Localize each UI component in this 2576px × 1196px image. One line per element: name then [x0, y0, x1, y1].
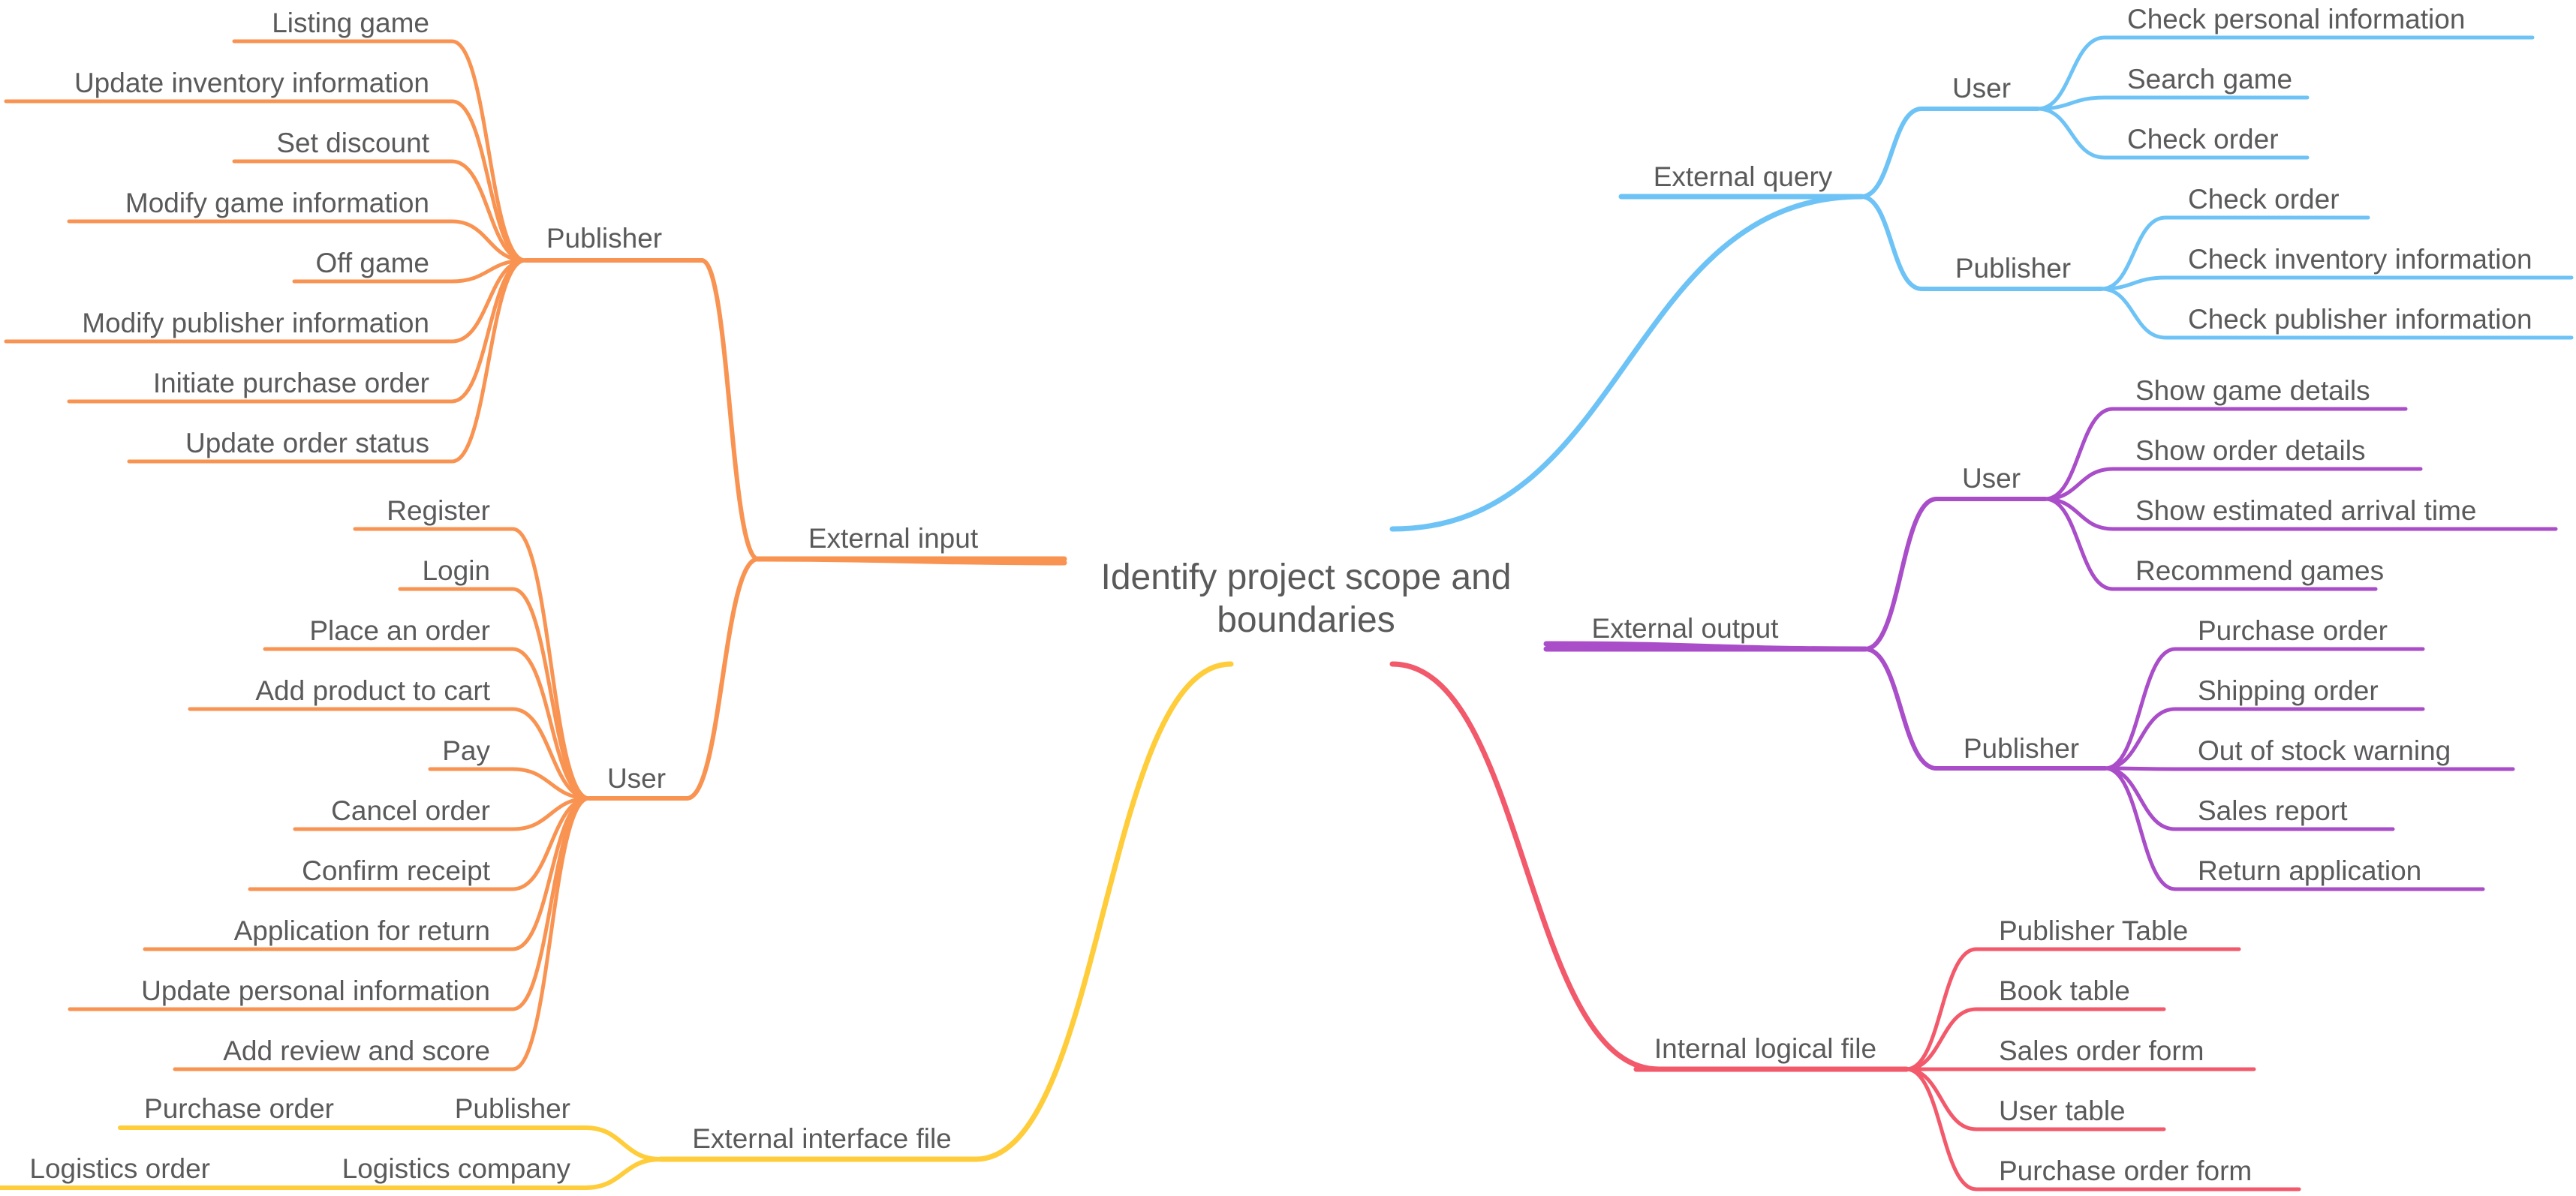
ei-user-item-update-personal-information: Update personal information [141, 975, 490, 1006]
eo-publisher-item-connector-1 [2103, 707, 2177, 771]
eo-publisher-item-connector-3 [2103, 766, 2177, 831]
ei-publisher-item-update-order-status: Update order status [185, 428, 429, 458]
ei-publisher-item-connector-0 [450, 39, 528, 263]
ei-user-label: User [607, 763, 666, 794]
ei-user-item-place-an-order: Place an order [309, 615, 490, 646]
eo-user-item-connector-1 [2043, 467, 2115, 501]
ilf-item-connector-3 [1904, 1067, 1979, 1131]
ilf-item-sales-order-form: Sales order form [1999, 1035, 2204, 1066]
ei-user-item-cancel-order: Cancel order [331, 795, 490, 826]
ilf-item-connector-0 [1904, 947, 1979, 1071]
ilf-item-book-table: Book table [1999, 975, 2130, 1006]
eq-user-item-check-personal-information: Check personal information [2127, 4, 2465, 35]
external-output-label: External output [1592, 613, 1780, 644]
eq-publisher-item-connector-1 [2099, 275, 2168, 291]
ei-publisher-item-modify-publisher-information: Modify publisher information [82, 308, 429, 338]
eq-user-connector [1859, 107, 1924, 199]
ei-publisher-item-initiate-purchase-order: Initiate purchase order [153, 368, 429, 398]
ei-publisher-connector [700, 258, 760, 561]
ei-publisher-item-update-inventory-information: Update inventory information [74, 68, 429, 98]
eo-user-item-recommend-games: Recommend games [2135, 555, 2384, 586]
external-interface-file-trunk [973, 661, 1234, 1162]
connector-lines [0, 35, 2574, 1191]
ei-publisher-label: Publisher [546, 223, 662, 254]
ei-publisher-item-connector-7 [450, 258, 528, 464]
ei-user-item-add-product-to-cart: Add product to cart [255, 675, 490, 706]
ei-user-item-pay: Pay [442, 735, 490, 766]
eo-user-item-show-estimated-arrival-time: Show estimated arrival time [2135, 495, 2476, 526]
ei-publisher-item-set-discount: Set discount [276, 128, 429, 158]
eo-user-item-show-game-details: Show game details [2135, 375, 2370, 406]
eq-user-item-connector-0 [2036, 35, 2107, 111]
eo-publisher-item-purchase-order: Purchase order [2198, 615, 2388, 646]
eq-publisher-item-check-inventory-information: Check inventory information [2188, 244, 2532, 275]
external-interface-file-label: External interface file [692, 1123, 952, 1154]
eo-publisher-item-return-application: Return application [2198, 855, 2421, 886]
ilf-item-user-table: User table [1999, 1095, 2126, 1126]
eo-user-item-connector-0 [2043, 407, 2115, 501]
eo-publisher-item-out-of-stock-warning: Out of stock warning [2198, 735, 2451, 766]
eq-publisher-item-check-order: Check order [2188, 184, 2340, 215]
ei-user-item-connector-4 [510, 767, 591, 801]
eif-logistics-company-label: Logistics company [342, 1153, 571, 1184]
eo-publisher-item-connector-4 [2103, 766, 2177, 891]
eo-user-item-show-order-details: Show order details [2135, 435, 2365, 466]
ei-user-item-register: Register [387, 495, 490, 526]
central-topic-line-1: Identify project scope and [1100, 557, 1511, 597]
ei-user-connector [685, 557, 760, 801]
ei-user-item-add-review-and-score: Add review and score [223, 1035, 490, 1066]
ei-publisher-item-modify-game-information: Modify game information [125, 188, 429, 218]
eif-purchase-order: Purchase order [144, 1093, 334, 1124]
eo-user-item-connector-3 [2043, 497, 2115, 591]
central-topic-line-2: boundaries [1217, 600, 1395, 640]
ilf-item-purchase-order-form: Purchase order form [1999, 1155, 2252, 1186]
ilf-item-connector-1 [1904, 1007, 1979, 1071]
ei-user-item-confirm-receipt: Confirm receipt [302, 855, 491, 886]
ei-user-item-connector-2 [510, 647, 591, 801]
eq-user-item-check-order: Check order [2127, 124, 2279, 155]
eq-publisher-label: Publisher [1955, 253, 2071, 284]
ilf-item-publisher-table: Publisher Table [1999, 915, 2188, 946]
eo-publisher-item-connector-0 [2103, 647, 2177, 771]
ei-user-item-connector-3 [510, 707, 591, 801]
eq-publisher-item-connector-2 [2099, 287, 2168, 340]
ei-user-item-application-for-return: Application for return [234, 915, 490, 946]
eo-user-label: User [1962, 463, 2021, 494]
node-labels: Identify project scope and boundaries Ex… [29, 4, 2532, 1186]
internal-logical-file-label: Internal logical file [1654, 1033, 1876, 1064]
eo-publisher-label: Publisher [1964, 733, 2079, 764]
eq-user-item-connector-2 [2036, 107, 2107, 160]
ei-publisher-item-off-game: Off game [315, 248, 429, 278]
ei-publisher-item-connector-3 [450, 219, 528, 263]
eq-user-label: User [1952, 73, 2011, 104]
eif-publisher-connector [583, 1125, 663, 1161]
internal-logical-file-trunk [1389, 661, 1662, 1072]
eif-logistics-order: Logistics order [29, 1153, 210, 1184]
eq-publisher-item-check-publisher-information: Check publisher information [2188, 304, 2532, 335]
eo-publisher-item-shipping-order: Shipping order [2198, 675, 2379, 706]
ei-user-item-connector-9 [510, 796, 591, 1071]
ilf-item-connector-4 [1904, 1067, 1979, 1191]
eq-user-item-connector-1 [2036, 95, 2107, 111]
ei-publisher-item-listing-game: Listing game [272, 8, 429, 38]
ei-user-item-connector-1 [510, 587, 591, 801]
eif-publisher-label: Publisher [455, 1093, 570, 1124]
eq-publisher-connector [1859, 194, 1924, 291]
ei-user-item-connector-8 [510, 796, 591, 1011]
eo-publisher-item-sales-report: Sales report [2198, 795, 2348, 826]
ei-user-item-login: Login [422, 555, 490, 586]
external-query-label: External query [1654, 161, 1833, 192]
eo-publisher-connector [1863, 647, 1939, 771]
eq-publisher-item-connector-0 [2099, 215, 2168, 291]
ei-publisher-item-connector-1 [450, 99, 528, 263]
external-input-label: External input [808, 523, 979, 554]
eo-user-connector [1863, 497, 1939, 651]
external-query-trunk [1389, 194, 1864, 532]
ei-publisher-item-connector-2 [450, 159, 528, 263]
eq-user-item-search-game: Search game [2127, 64, 2292, 95]
eif-logistics-connector [583, 1157, 663, 1190]
